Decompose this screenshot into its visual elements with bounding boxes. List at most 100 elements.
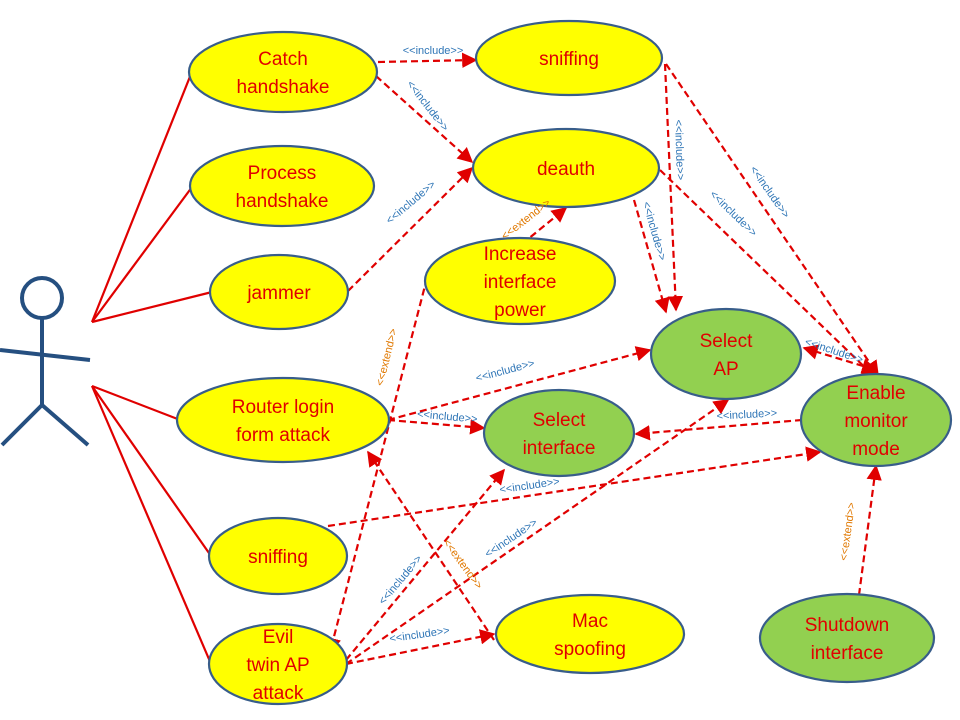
use-case-label: Evil — [263, 627, 294, 648]
use-case-label: power — [494, 300, 546, 321]
include-arrow-deauth-to-mon — [659, 169, 878, 380]
include-arrow-jammer-to-deauth — [347, 166, 474, 292]
extend-label-shut-to-mon: <<extend>> — [838, 502, 858, 562]
include-arrow-catch-to-deauth — [375, 75, 474, 164]
include-label-deauth-to-selap: <<include>> — [640, 200, 668, 262]
include-arrow-router-to-selif — [387, 418, 486, 435]
use-case-label: twin AP — [246, 655, 309, 676]
association-line-sniff2 — [91, 385, 212, 557]
use-case-sniff2[interactable]: sniffing — [207, 516, 349, 596]
association-line-router — [91, 384, 181, 422]
use-case-label: mode — [852, 439, 900, 460]
use-case-ellipse — [188, 144, 376, 228]
use-case-ellipse — [649, 307, 803, 401]
use-case-label: handshake — [236, 191, 329, 212]
use-case-label: spoofing — [554, 639, 626, 660]
use-case-jammer[interactable]: jammer — [208, 253, 350, 331]
use-case-label: Shutdown — [805, 615, 890, 636]
include-arrow-router-to-selap — [387, 346, 652, 422]
include-arrow-sniff2-to-mon — [327, 446, 822, 528]
include-label-jammer-to-deauth: <<include>> — [384, 179, 438, 227]
use-case-label: Enable — [846, 383, 905, 404]
association-line-evil — [90, 385, 213, 665]
actor — [0, 276, 91, 447]
use-case-label: interface — [523, 438, 596, 459]
use-case-label: Router login — [232, 397, 334, 418]
use-case-label: Increase — [484, 244, 557, 265]
use-case-ellipse — [474, 19, 664, 97]
use-case-deauth[interactable]: deauth — [471, 127, 661, 209]
use-case-label: interface — [484, 272, 557, 293]
association-line-process — [91, 185, 194, 323]
use-case-ellipse — [207, 516, 349, 596]
include-arrow-evil-to-selif — [345, 468, 505, 661]
use-case-mac[interactable]: Mac spoofing — [494, 593, 686, 675]
include-label-evil-to-selap: <<include>> — [483, 517, 540, 561]
use-case-label: AP — [713, 359, 738, 380]
use-case-ellipse — [471, 127, 661, 209]
use-case-label: Select — [533, 410, 587, 431]
use-case-label: attack — [253, 683, 304, 704]
use-case-power[interactable]: Increase interface power — [423, 236, 617, 326]
include-arrow-deauth-to-selap — [632, 199, 670, 314]
association-layer — [90, 71, 213, 665]
use-case-label: Catch — [258, 49, 308, 70]
include-label-router-to-selap: <<include>> — [474, 357, 536, 384]
include-arrow-selap-to-mon — [802, 344, 878, 374]
include-label-evil-to-selif: <<include>> — [377, 553, 425, 607]
actor-arms — [0, 348, 91, 362]
use-case-process[interactable]: Process handshake — [188, 144, 376, 228]
use-case-evil[interactable]: Evil twin AP attack — [207, 622, 349, 706]
use-case-sniff1[interactable]: sniffing — [474, 19, 664, 97]
use-case-label: sniffing — [539, 49, 599, 70]
include-arrow-evil-to-mac — [345, 629, 496, 666]
use-case-label: Mac — [572, 611, 608, 632]
include-arrow-mon-to-selif — [634, 418, 803, 441]
actor-leg-right — [40, 403, 90, 447]
use-case-ellipse — [482, 388, 636, 478]
extend-label-power-to-evil: <<extend>> — [374, 327, 400, 387]
include-label-deauth-to-mon: <<include>> — [707, 188, 759, 239]
use-case-selif[interactable]: Select interface — [482, 388, 636, 478]
relationship-layer — [326, 52, 882, 666]
use-case-label: form attack — [236, 425, 330, 446]
association-line-jammer — [91, 290, 213, 324]
include-label-catch-to-sniff1: <<include>> — [403, 45, 464, 57]
use-case-ellipse — [207, 622, 349, 706]
use-case-label: deauth — [537, 159, 595, 180]
use-case-label: Process — [248, 163, 317, 184]
use-case-ellipse — [799, 372, 953, 468]
extend-arrow-power-to-deauth — [521, 207, 568, 245]
include-label-router-to-selif: <<include>> — [417, 408, 478, 425]
use-case-label: monitor — [844, 411, 908, 432]
use-case-ellipse — [423, 236, 617, 326]
use-case-label: Select — [700, 331, 754, 352]
use-case-label: handshake — [237, 77, 330, 98]
include-arrow-evil-to-selap — [345, 399, 730, 665]
include-label-sniff1-to-selap: <<include>> — [672, 119, 686, 180]
use-case-layer: CatchhandshakeProcesshandshakejammerRout… — [175, 19, 953, 706]
extend-label-mac-to-router: <<extend>> — [440, 537, 484, 592]
extend-arrow-shut-to-mon — [857, 464, 882, 596]
actor-leg-left — [0, 403, 44, 447]
use-case-catch[interactable]: Catch handshake — [187, 30, 379, 114]
include-label-evil-to-mac: <<include>> — [389, 625, 451, 645]
actor-head — [20, 276, 64, 320]
include-label-mon-to-selif: <<include>> — [716, 407, 777, 422]
use-case-mon[interactable]: Enable monitor mode — [799, 372, 953, 468]
include-arrow-catch-to-sniff1 — [377, 52, 478, 68]
use-case-ellipse — [208, 253, 350, 331]
use-case-ellipse — [175, 376, 391, 464]
use-case-router[interactable]: Router login form attack — [175, 376, 391, 464]
include-arrow-sniff1-to-selap — [663, 63, 684, 312]
use-case-ellipse — [187, 30, 379, 114]
use-case-ellipse — [494, 593, 686, 675]
use-case-label: sniffing — [248, 547, 308, 568]
include-arrow-sniff1-to-mon — [665, 63, 879, 377]
extend-arrow-mac-to-router — [367, 450, 495, 641]
association-line-catch — [90, 71, 193, 323]
